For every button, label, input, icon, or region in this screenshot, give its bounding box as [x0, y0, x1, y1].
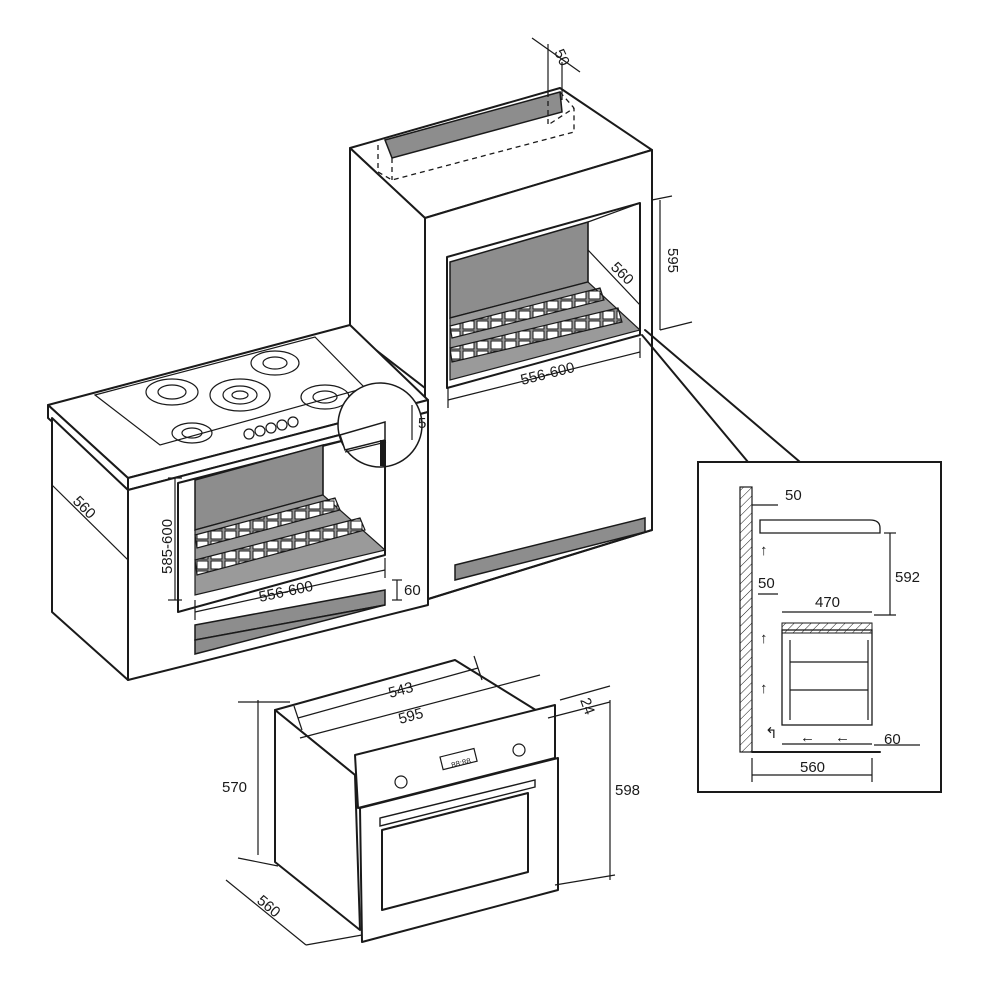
tall-rail-1	[449, 287, 605, 339]
airflow-arrows: ↑ ↑ ↑ ← ← ↰	[760, 542, 850, 746]
dim-oven-width: 595	[397, 705, 426, 728]
tall-cabinet	[349, 87, 653, 601]
dim-oven-height-total: 598	[615, 782, 640, 799]
section-detail: ↑ ↑ ↑ ← ← ↰ 50 592 50 470 60 560	[697, 461, 942, 793]
dim-oven-height-body: 570	[222, 779, 247, 796]
svg-text:↑: ↑	[760, 680, 768, 697]
detail-oven	[781, 629, 873, 726]
dim-counter-gap: 5	[418, 415, 426, 432]
svg-text:↰: ↰	[765, 725, 778, 742]
dim-counter-height: 585-600	[159, 519, 176, 574]
hob-knobs	[243, 416, 299, 440]
svg-text:←: ←	[835, 729, 850, 746]
svg-text:↑: ↑	[760, 542, 768, 559]
tall-rail-2	[449, 307, 623, 363]
dim-tall-top-gap: 50	[550, 47, 572, 69]
oven-knob-left	[394, 775, 408, 789]
detail-worktop	[759, 519, 881, 534]
dim-detail-top-gap: 50	[785, 487, 802, 504]
oven-display	[439, 747, 478, 771]
dim-detail-height: 592	[895, 569, 920, 586]
counter-cabinet	[47, 324, 429, 681]
detail-wall	[739, 486, 753, 753]
gap-detail-circle	[337, 382, 423, 468]
oven-knob-right	[512, 743, 526, 757]
svg-text:←: ←	[800, 729, 815, 746]
dim-counter-vent: 60	[404, 582, 421, 599]
counter-rail-1	[194, 497, 341, 549]
dim-tall-height: 595	[664, 248, 681, 273]
oven-side	[274, 709, 361, 931]
dim-oven-depth: 560	[253, 892, 283, 921]
dim-detail-bottom-gap: 60	[884, 731, 901, 748]
oven-unit: 88:88	[274, 659, 559, 943]
oven-door-window	[381, 792, 529, 911]
oven-handle	[379, 779, 536, 827]
dim-detail-side-gap: 50	[758, 575, 775, 592]
dim-oven-panel: 24	[576, 696, 598, 717]
tall-top-vent	[383, 91, 563, 159]
dim-oven-inner-width: 543	[387, 679, 416, 702]
counter-rail-2	[194, 517, 366, 576]
dim-detail-width: 470	[815, 594, 840, 611]
hob-burners	[145, 350, 350, 444]
dim-detail-depth: 560	[800, 759, 825, 776]
svg-text:↑: ↑	[760, 630, 768, 647]
